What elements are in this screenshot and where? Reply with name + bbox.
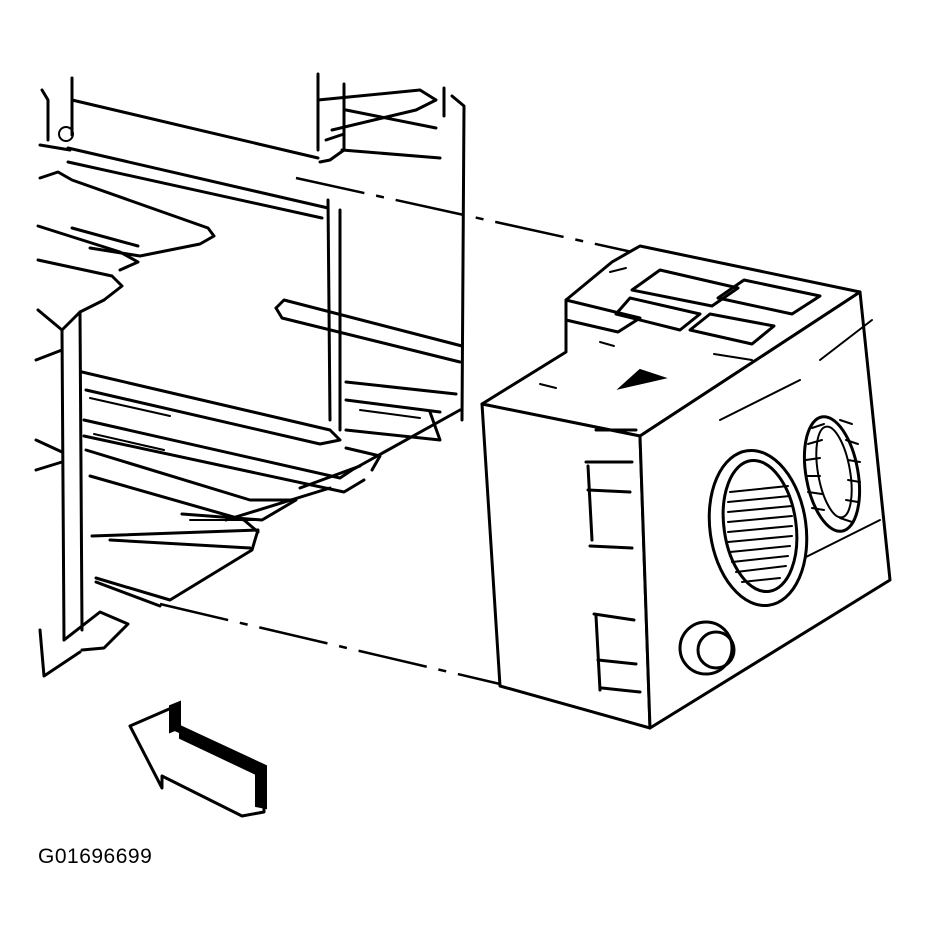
alignment-lines [159,176,633,686]
figure-id-label: G01696699 [38,845,153,868]
mounting-bracket [34,72,466,678]
temperature-knob-ribs [727,485,793,583]
direction-arrow-icon [128,700,267,818]
fan-knob-teeth [805,419,861,523]
control-module [480,244,892,730]
